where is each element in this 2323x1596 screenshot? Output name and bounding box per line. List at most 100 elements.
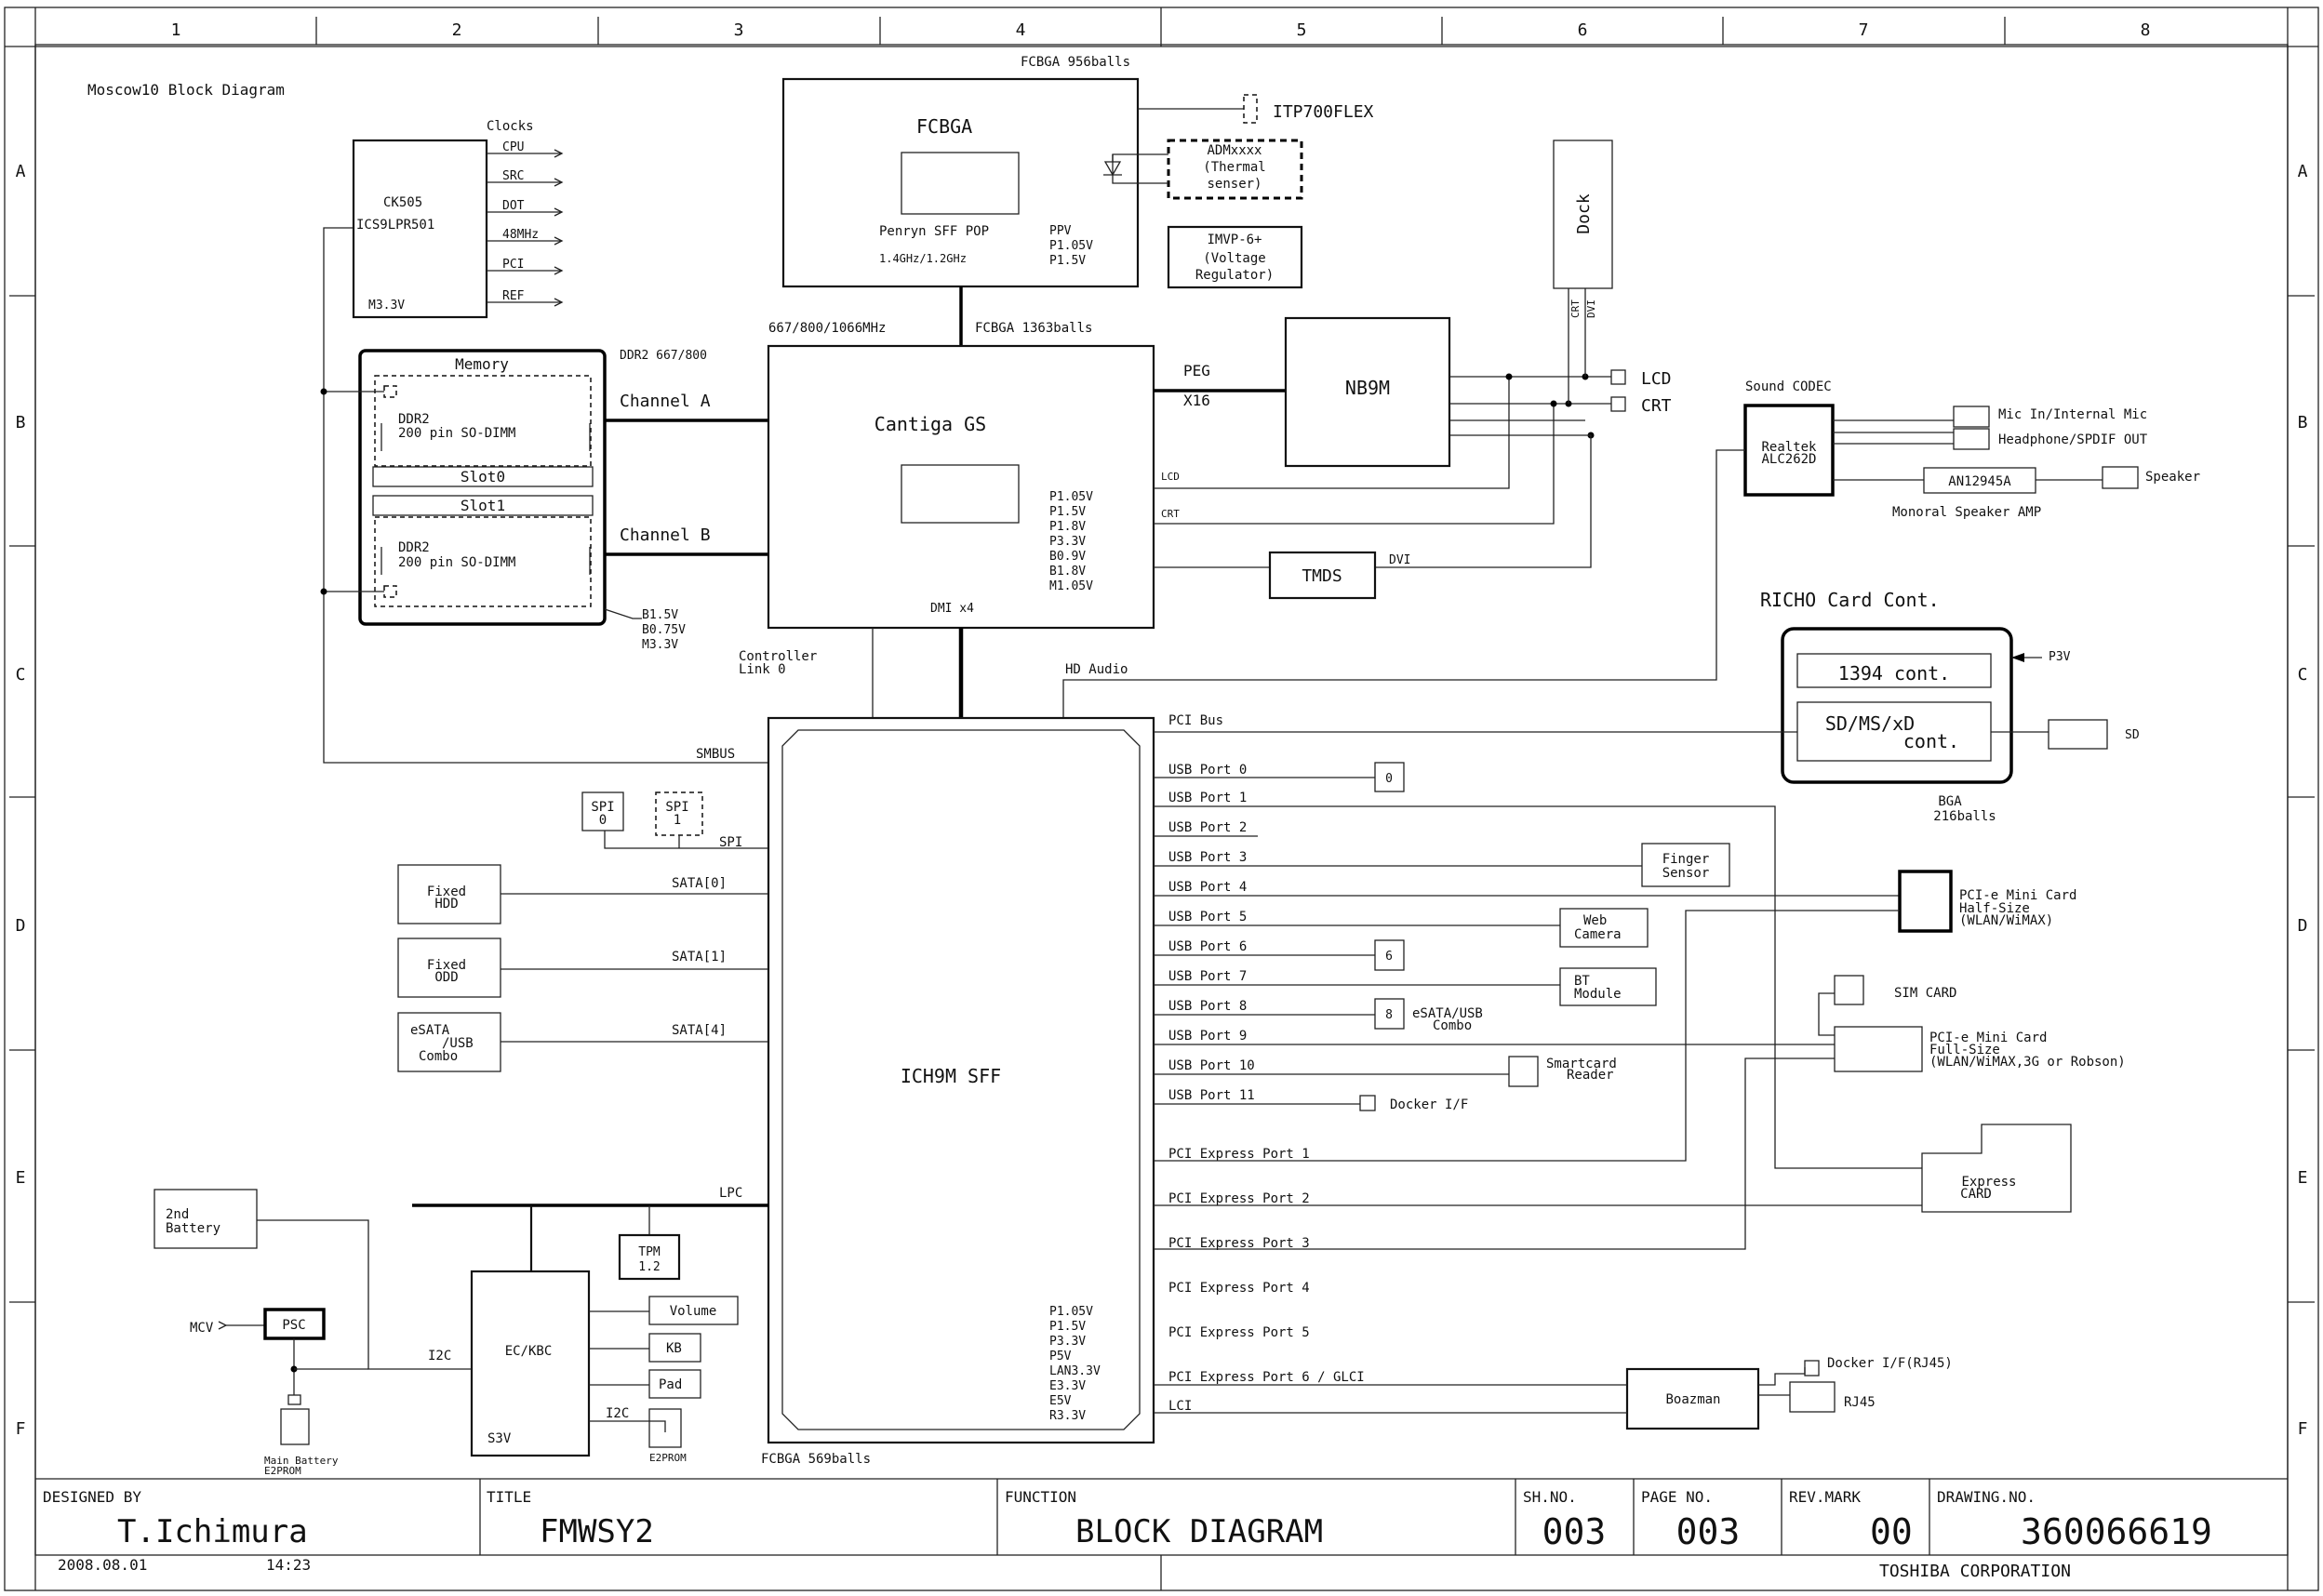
function-label: FUNCTION [1005,1488,1076,1506]
thermal-sensor [1167,139,1303,200]
dock-crt-label: CRT [1569,299,1582,318]
fixed-odd [397,938,501,998]
diagram-title: Moscow10 Block Diagram [87,81,285,99]
finger-label: Finger [1662,852,1710,867]
express-card [1921,1124,2072,1213]
crt-port-label: CRT [1641,396,1672,416]
minicard-full-label: PCI-e Mini Card [1929,1031,2047,1045]
bt-label: Module [1574,987,1622,1002]
ich-rail: E3.3V [1049,1379,1086,1393]
cpu-rail: PPV [1049,224,1072,238]
cpu-desc: Penryn SFF POP [879,224,989,239]
title-block: DESIGNED BY T.Ichimura TITLE FMWSY2 FUNC… [35,1478,2288,1581]
usb-port-label: USB Port 2 [1168,820,1247,835]
thermal-label: ADMxxxx [1207,143,1262,158]
title-value: FMWSY2 [540,1513,654,1550]
usb8-box-label: 8 [1385,1008,1393,1022]
mcv-label: MCV [190,1321,214,1336]
sd-controller-label: SD/MS/xD [1825,712,1915,735]
clock-block: Clocks CK505 ICS9LPR501 M3.3V CPU SRC DO… [323,119,768,764]
cont1394-label: 1394 cont. [1838,662,1950,685]
webcam-label: Web [1583,913,1607,928]
gmch-rail: P1.05V [1049,490,1093,504]
sheet-label: SH.NO. [1523,1488,1577,1506]
e2prom-chip [648,1408,682,1448]
cpu-block: FCBGA 956balls FCBGA Penryn SFF POP 1.4G… [781,55,1374,346]
usb-port-label: USB Port 9 [1168,1029,1247,1044]
usb-port-label: USB Port 3 [1168,850,1247,865]
memory-module [358,349,607,626]
ec-label: EC/KBC [505,1344,553,1359]
page-label: PAGE NO. [1641,1488,1713,1506]
imvp-label: Regulator) [1195,268,1274,283]
ich-rail: P1.5V [1049,1320,1086,1334]
ec-kbc-chip [470,1270,591,1457]
row-label: A [16,162,26,181]
imvp-regulator [1167,225,1303,289]
codec-part: ALC262D [1761,452,1816,467]
gmch-package-label: FCBGA 1363balls [975,321,1092,336]
dock-connector [1553,140,1613,289]
volume-label: Volume [670,1304,717,1319]
boazman-label: Boazman [1665,1392,1720,1407]
usb6-box [1374,939,1405,971]
expansion-block: PCI-e Mini Card Half-Size (WLAN/WiMAX) S… [1154,870,2126,1430]
ec-i2c-label: I2C [606,1406,629,1421]
slot1-label: Slot1 [461,497,505,514]
thermal-label: senser) [1207,177,1262,192]
cpu-name: FCBGA [916,115,972,138]
usb8-box [1374,998,1405,1030]
kb-label: KB [666,1341,682,1356]
usb0-box-label: 0 [1385,772,1393,786]
sd-controller-label: cont. [1903,730,1959,752]
esata-combo-label: eSATA/USB [1412,1006,1483,1021]
sodimm-label: 200 pin SO-DIMM [398,426,515,441]
cpu-package-label: FCBGA 956balls [1021,55,1130,70]
designed-by-label: DESIGNED BY [43,1488,141,1506]
gmch-lcd-label: LCD [1161,471,1180,483]
sata1-label: SATA[1] [672,950,727,964]
spi0-label: 0 [599,813,607,828]
drawing-label: DRAWING.NO. [1937,1488,2036,1506]
ich-rail: P3.3V [1049,1335,1086,1349]
esata-label: eSATA [410,1023,450,1038]
esata-label: Combo [419,1049,458,1064]
pcie-port-label: PCI Express Port 6 / GLCI [1168,1370,1365,1385]
clock-output-label: SRC [502,169,524,183]
pcie-port-label: PCI Express Port 5 [1168,1325,1310,1340]
page-value: 003 [1676,1511,1741,1552]
usb0-box [1374,762,1405,792]
row-label: D [2298,916,2308,936]
sd-slot [2048,719,2108,750]
imvp-label: IMVP-6+ [1207,233,1262,247]
express-card-label: CARD [1960,1187,1992,1202]
usb-wiring: 0 Finger Sensor Web Camera 6 BT Module 8… [1154,762,1922,1169]
hdd-label: HDD [434,897,458,911]
ec-rail: S3V [487,1431,512,1446]
usb-port-label: USB Port 0 [1168,763,1247,778]
date-label: 2008.08.01 [58,1556,147,1574]
memory-title: Memory [455,355,509,373]
ck505-chip [352,139,488,319]
second-battery [154,1189,258,1249]
smartcard-label: Reader [1567,1068,1614,1083]
imvp-label: (Voltage [1203,251,1265,266]
fsb-label: 667/800/1066MHz [768,321,886,336]
pcie-port-label: PCI Express Port 4 [1168,1281,1310,1296]
usb-port-label: USB Port 8 [1168,999,1247,1014]
volume-control [648,1296,739,1325]
bt-label: BT [1574,974,1590,989]
dock-label: Dock [1574,193,1594,234]
minicard-half-label: Half-Size [1959,901,2030,916]
pcie-port-label: PCI Express Port 3 [1168,1236,1310,1251]
clock-output-label: 48MHz [502,228,539,242]
sodimm-label: DDR2 [398,540,430,555]
cpu-freq: 1.4GHz/1.2GHz [879,252,967,265]
spi1-label: 1 [674,813,681,828]
ricoh-card-controller [1781,627,2013,784]
lpc-label: LPC [719,1186,742,1201]
minicard-full-label: Full-Size [1929,1043,2000,1057]
gmch-rail: B0.9V [1049,550,1086,564]
graphics-block: NB9M LCD CRT TMDS DVI Dock CRT DVI [1268,140,1672,600]
webcam-label: Camera [1574,927,1622,942]
